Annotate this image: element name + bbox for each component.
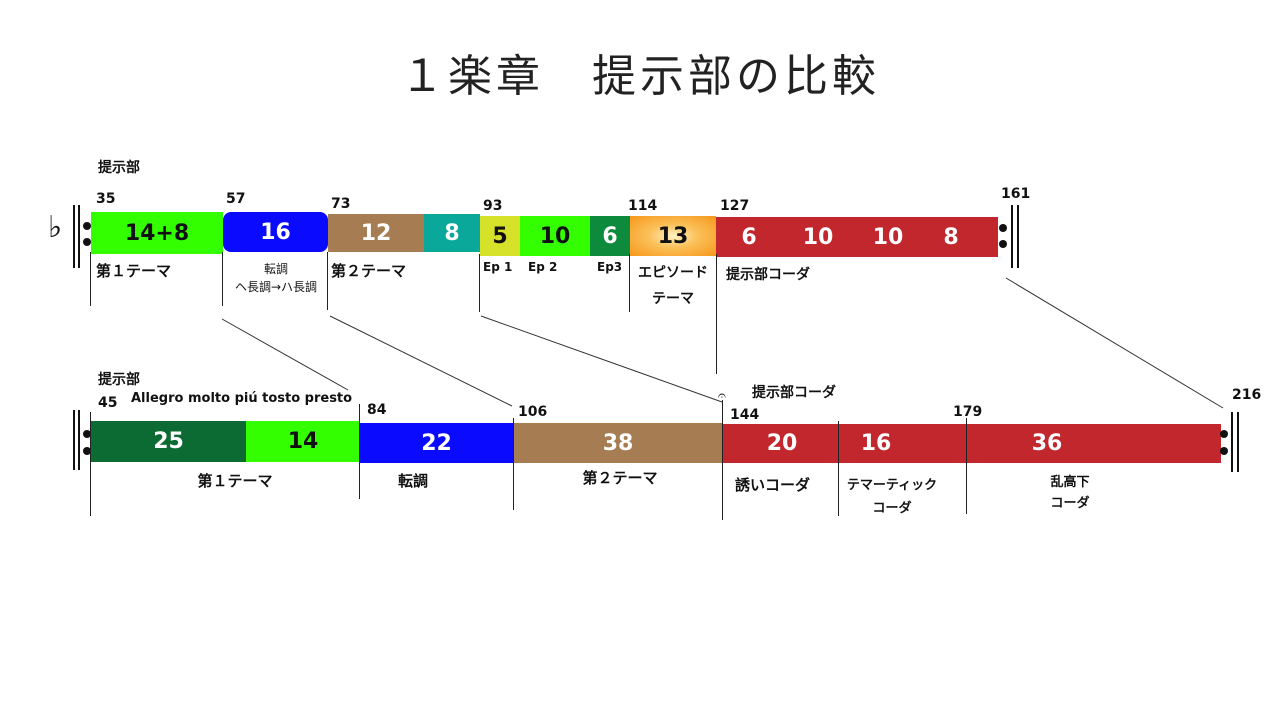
segment-theme2: 38 xyxy=(513,423,723,463)
bottom-divider xyxy=(359,404,360,499)
segment-ep1: 5 xyxy=(480,216,520,256)
top-measure-number: 35 xyxy=(96,191,116,207)
bottom-divider xyxy=(838,421,839,516)
segment-modulation: 16 xyxy=(223,212,328,252)
segment-coda-4: 8 xyxy=(943,224,959,250)
top-measure-number: 127 xyxy=(720,198,750,214)
connector-line xyxy=(1005,277,1224,409)
segment-ep3: 6 xyxy=(590,216,630,256)
segment-episode-theme: 13 xyxy=(630,216,716,256)
top-measure-number: 93 xyxy=(483,198,503,214)
connector-line xyxy=(329,315,513,407)
top-repeat-dot xyxy=(999,240,1007,248)
bottom-label-coda-thematic-1: テマーティック xyxy=(846,478,938,493)
segment-modulation: 22 xyxy=(360,423,513,463)
segment-coda-3: 10 xyxy=(872,224,904,250)
bottom-measure-number: 84 xyxy=(367,402,387,418)
top-label-coda: 提示部コーダ xyxy=(726,267,810,283)
bottom-divider xyxy=(966,418,967,514)
bottom-divider xyxy=(722,400,723,520)
segment-theme2a: 12 xyxy=(328,214,424,252)
flat-icon: ♭ xyxy=(48,210,63,245)
segment-theme1b: 14 xyxy=(246,421,360,462)
top-measure-number: 161 xyxy=(1001,186,1031,202)
segment-coda-block xyxy=(716,217,998,257)
bottom-label-coda-invite: 誘いコーダ xyxy=(735,476,811,494)
bottom-repeat-start-bar xyxy=(78,410,80,470)
top-section-label: 提示部 xyxy=(98,160,140,176)
bottom-label-coda-chaotic-1: 乱高下 xyxy=(1050,475,1090,490)
bottom-repeat-end-bar xyxy=(1231,412,1233,472)
segment-theme1: 14+8 xyxy=(91,212,223,254)
top-label-modulation: 転調 xyxy=(263,262,288,276)
top-repeat-end-bar xyxy=(1011,205,1013,268)
bottom-measure-number: 45 xyxy=(98,395,118,411)
segment-coda-block xyxy=(723,424,1221,463)
bottom-repeat-dot xyxy=(83,447,91,455)
bottom-label-modulation: 転調 xyxy=(398,472,429,490)
top-label-modulation-detail: ヘ長調→ハ長調 xyxy=(234,280,318,294)
top-repeat-start-bar xyxy=(73,205,75,268)
bottom-repeat-start-bar xyxy=(73,410,75,470)
bottom-divider xyxy=(90,412,91,516)
top-divider xyxy=(90,252,91,306)
top-label-ep1: Ep 1 xyxy=(483,260,513,274)
bottom-repeat-dot xyxy=(1220,447,1228,455)
bottom-measure-number: 144 xyxy=(730,407,760,423)
page-title: １楽章 提示部の比較 xyxy=(400,51,880,102)
top-measure-number: 57 xyxy=(226,191,246,207)
bottom-repeat-end-bar xyxy=(1237,412,1239,472)
bottom-label-theme2: 第２テーマ xyxy=(582,469,658,487)
bottom-measure-number: 106 xyxy=(518,404,548,420)
top-divider xyxy=(327,252,328,310)
bottom-label-coda-thematic-2: コーダ xyxy=(872,501,912,516)
segment-coda-thematic: 16 xyxy=(860,431,892,456)
top-divider xyxy=(222,252,223,306)
top-divider xyxy=(479,254,480,312)
top-label-theme1: 第１テーマ xyxy=(96,262,172,280)
top-divider xyxy=(716,254,717,374)
segment-coda-1: 6 xyxy=(741,224,757,250)
top-repeat-end-bar xyxy=(1017,205,1019,268)
top-divider xyxy=(629,254,630,312)
bottom-section-label: 提示部 xyxy=(98,372,140,388)
bottom-label-coda-chaotic-2: コーダ xyxy=(1050,496,1090,511)
top-label-ep3: Ep3 xyxy=(597,260,623,274)
bottom-repeat-dot xyxy=(1220,430,1228,438)
top-repeat-dot xyxy=(999,224,1007,232)
top-label-theme2: 第２テーマ xyxy=(331,262,407,280)
tempo-marking: Allegro molto piú tosto presto xyxy=(131,391,353,406)
segment-coda-2: 10 xyxy=(802,224,834,250)
segment-coda-invite: 20 xyxy=(766,431,798,456)
top-repeat-dot xyxy=(83,238,91,246)
bottom-measure-number: 216 xyxy=(1232,387,1262,403)
segment-theme2b: 8 xyxy=(424,214,480,252)
top-label-ep2: Ep 2 xyxy=(528,260,558,274)
top-label-episode-theme-1: エピソード xyxy=(638,265,708,281)
bottom-repeat-dot xyxy=(83,430,91,438)
bottom-divider xyxy=(513,418,514,510)
segment-ep2: 10 xyxy=(520,216,590,256)
bottom-coda-header: 提示部コーダ xyxy=(752,385,836,401)
top-repeat-dot xyxy=(83,222,91,230)
segment-coda-chaotic: 36 xyxy=(1031,431,1063,456)
bottom-measure-number: 179 xyxy=(953,404,983,420)
top-label-episode-theme-2: テーマ xyxy=(652,291,694,307)
bottom-label-theme1: 第１テーマ xyxy=(197,472,273,490)
connector-line xyxy=(221,318,349,391)
top-repeat-start-bar xyxy=(78,205,80,268)
connector-line xyxy=(480,315,723,403)
top-measure-number: 73 xyxy=(331,196,351,212)
fermata-icon: 𝄐 xyxy=(718,388,726,404)
top-measure-number: 114 xyxy=(628,198,658,214)
segment-theme1a: 25 xyxy=(91,421,246,462)
